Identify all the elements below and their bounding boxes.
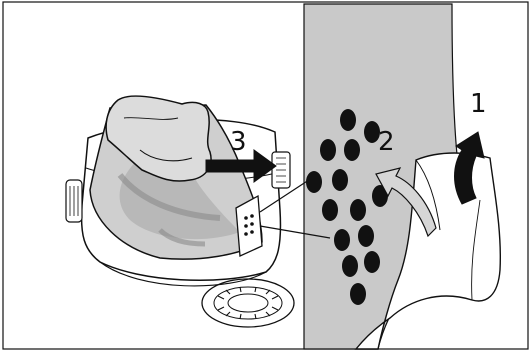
canister-connector [272,152,290,188]
canister-latch [66,180,82,222]
canister-wheel [202,279,294,327]
step-2-label: 2 [378,127,395,157]
step-1-label: 1 [470,89,487,119]
step-3-label: 3 [230,127,247,157]
